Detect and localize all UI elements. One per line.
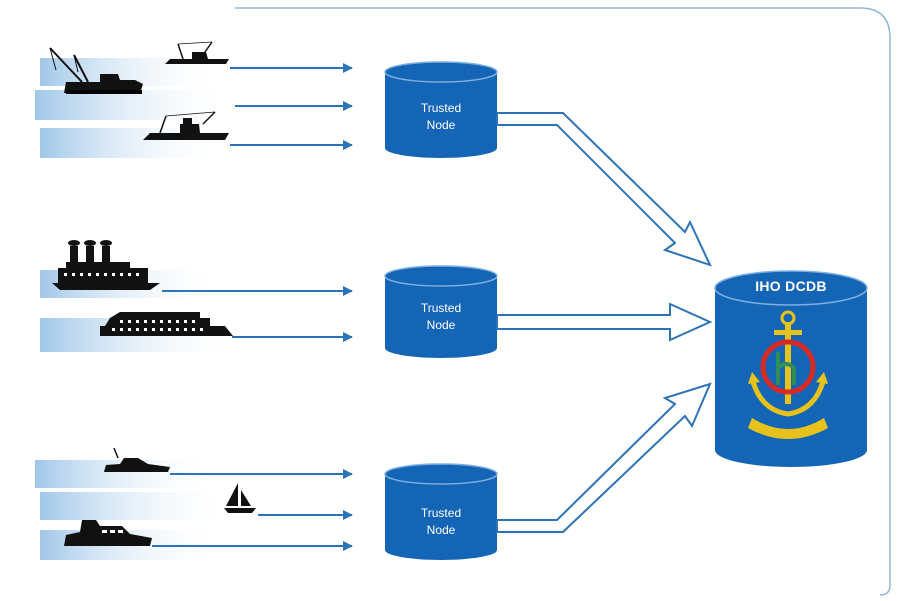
hollow-arrow-node2	[496, 302, 713, 342]
crane-cargo-ship-icon	[49, 47, 143, 94]
steamship-icon	[52, 240, 160, 290]
node-label-line1: Trusted	[420, 101, 462, 115]
trawler-icon	[165, 41, 229, 64]
iho-emblem-icon	[748, 310, 828, 439]
fishing-boat-icon	[143, 111, 229, 140]
sailboat-icon	[224, 483, 256, 513]
trusted-node-2-label: Trusted Node	[386, 300, 496, 334]
dcdb-title: IHO DCDB	[755, 278, 827, 294]
node-label-line2: Node	[426, 523, 456, 537]
frame-border	[235, 7, 891, 596]
node-label-line2: Node	[426, 118, 456, 132]
node-to-dcdb-arrows	[496, 112, 713, 533]
trusted-node-3	[384, 463, 498, 560]
trusted-node-3-label: Trusted Node	[386, 505, 496, 539]
cruise-ship-icon	[100, 312, 233, 336]
trusted-node-1	[384, 61, 498, 158]
hollow-arrow-node3	[496, 382, 712, 533]
trusted-node-1-label: Trusted Node	[386, 100, 496, 134]
hollow-arrow-node1	[496, 112, 712, 267]
motor-yacht-icon	[104, 447, 170, 472]
cabin-cruiser-icon	[64, 520, 152, 546]
node-label-line1: Trusted	[420, 506, 462, 520]
vessel-arrows	[152, 63, 353, 551]
node-label-line2: Node	[426, 318, 456, 332]
trusted-node-2	[384, 265, 498, 358]
node-label-line1: Trusted	[420, 301, 462, 315]
